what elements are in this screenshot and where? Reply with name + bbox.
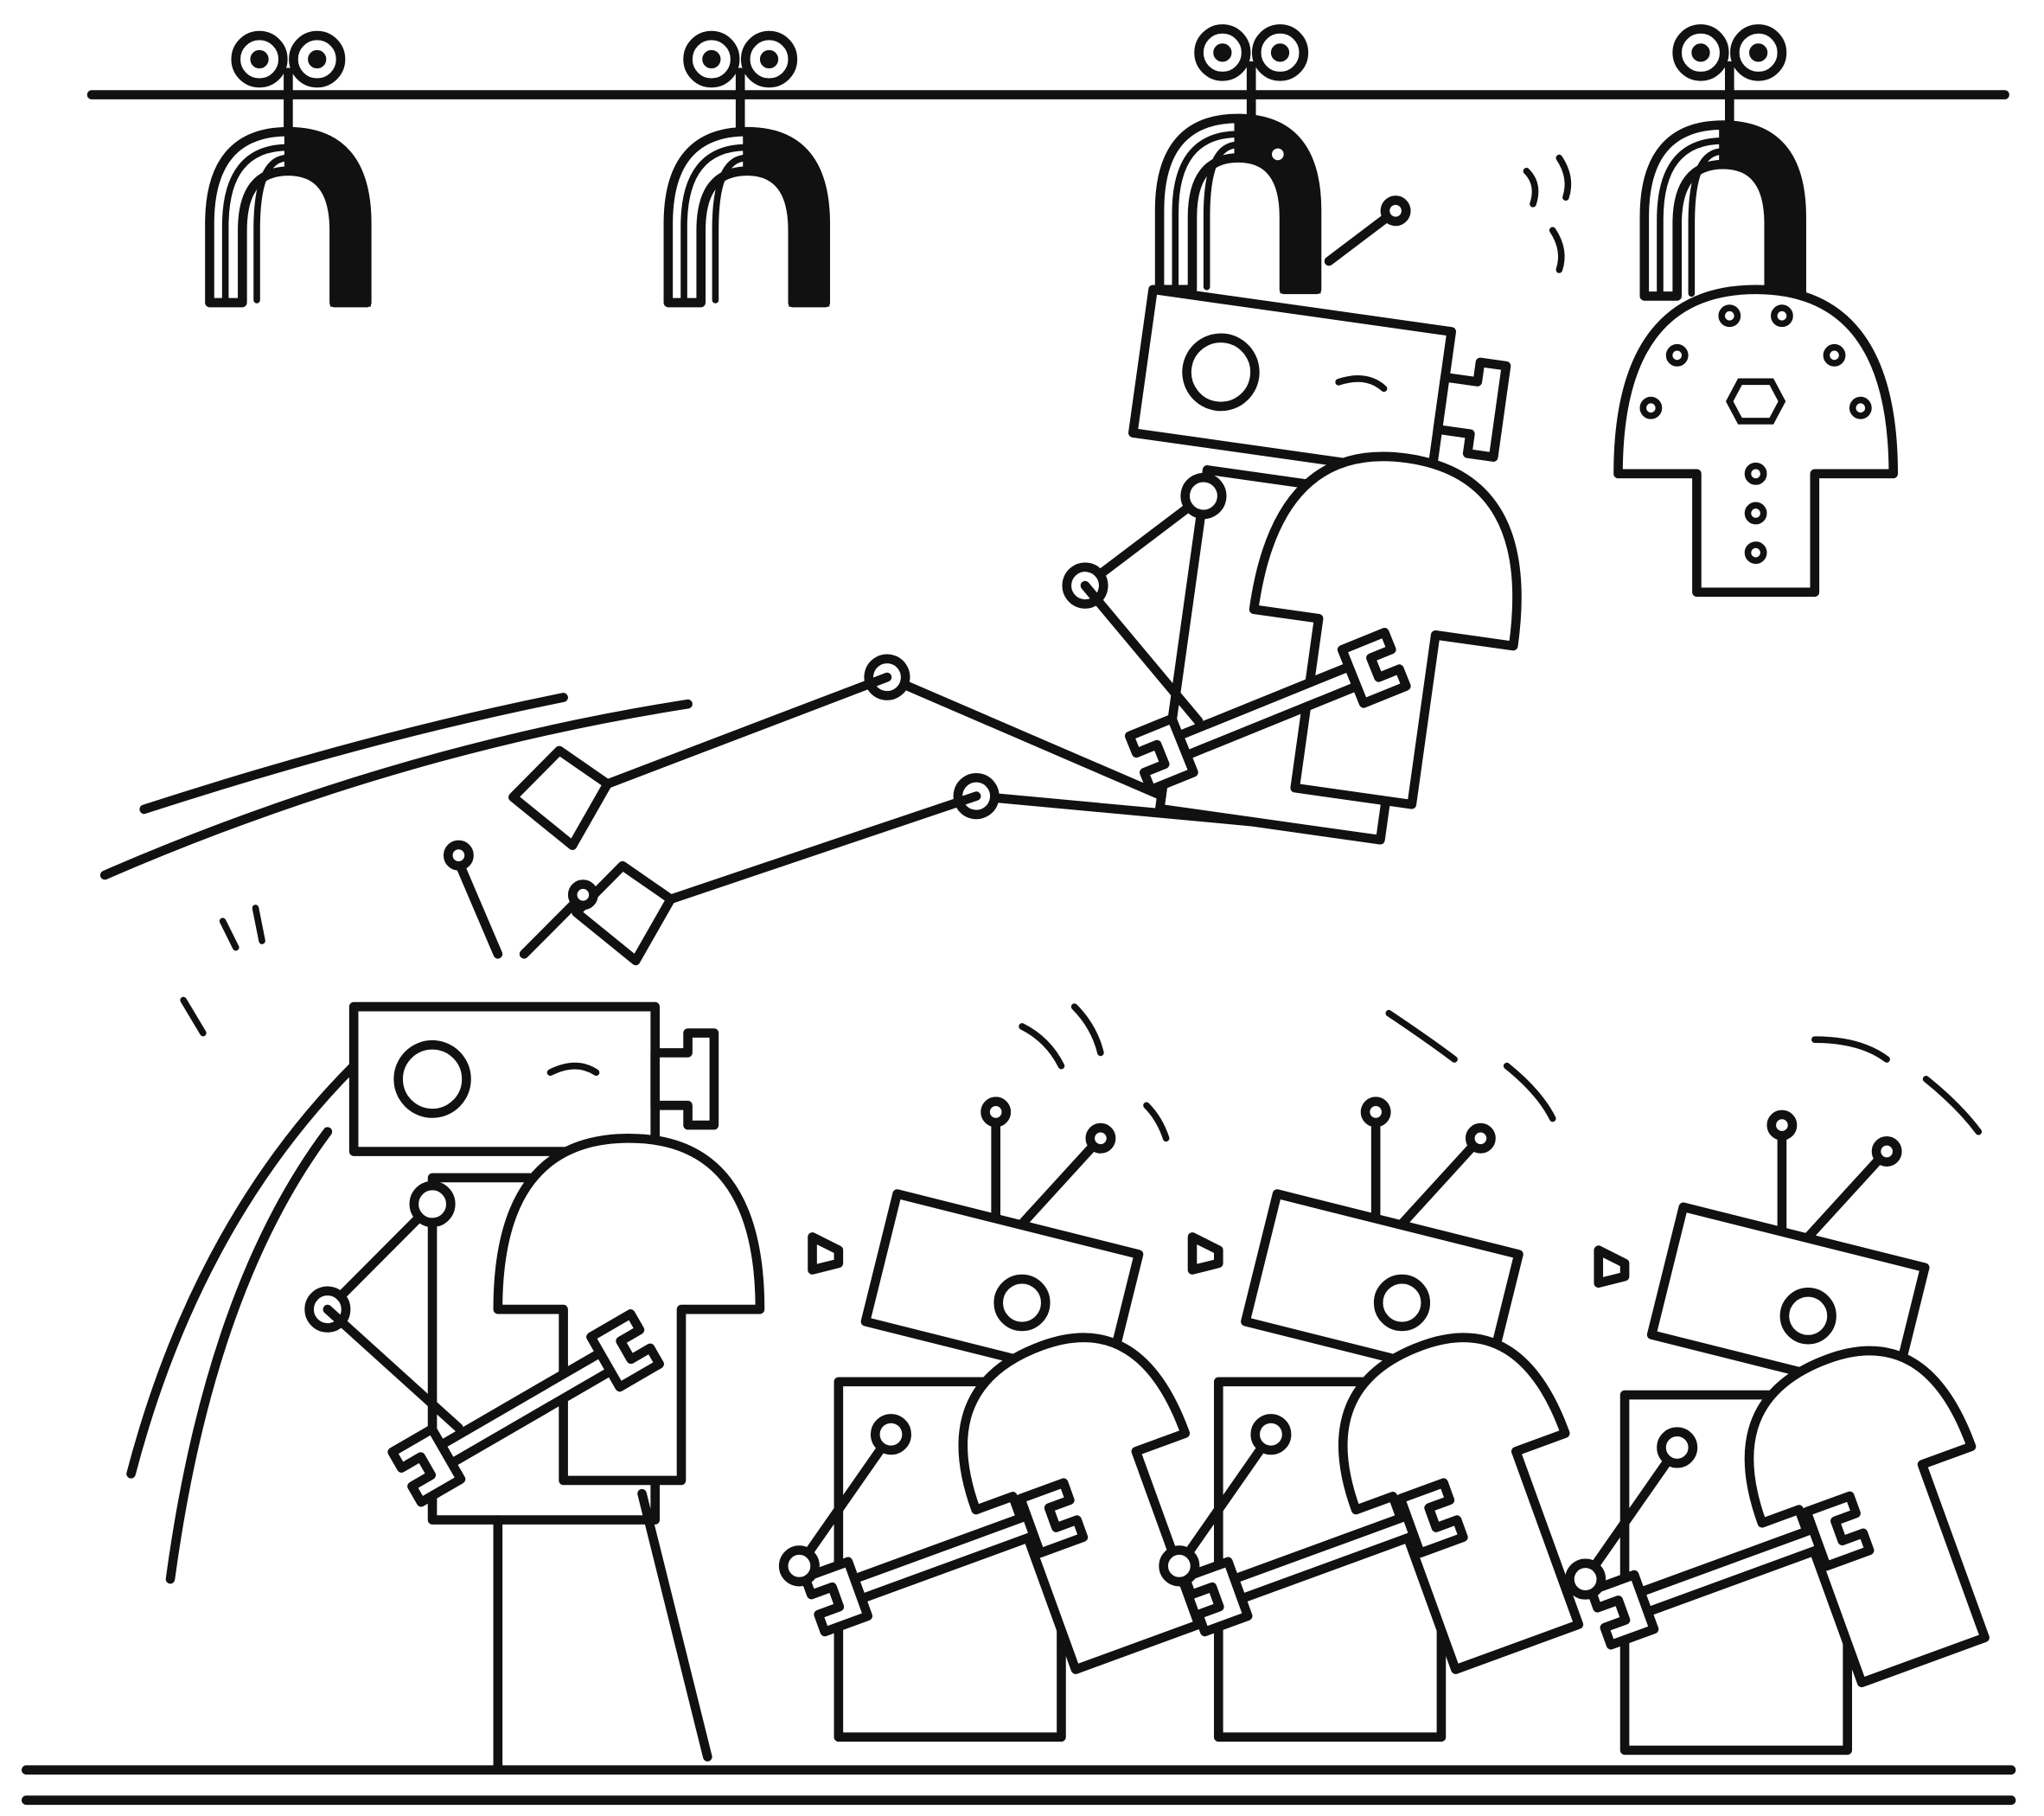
flying-robot xyxy=(508,50,1578,966)
magnet-2 xyxy=(668,131,826,303)
worker-robots xyxy=(783,1102,2034,1750)
worker-robot-3 xyxy=(1569,1115,2034,1750)
motion-lines xyxy=(99,154,1983,1584)
worker-robot-2 xyxy=(1164,1102,1628,1737)
floor-rails xyxy=(22,1765,2016,1806)
pulley-4 xyxy=(1677,29,1782,131)
pulley-2 xyxy=(688,35,793,138)
leaning-robot xyxy=(310,845,760,1775)
magnet-1 xyxy=(209,131,367,303)
worker-robot-1 xyxy=(783,1102,1248,1737)
pulley-1 xyxy=(236,35,341,138)
magnet-plate xyxy=(1619,290,1894,592)
magnet-4 xyxy=(1645,125,1802,297)
